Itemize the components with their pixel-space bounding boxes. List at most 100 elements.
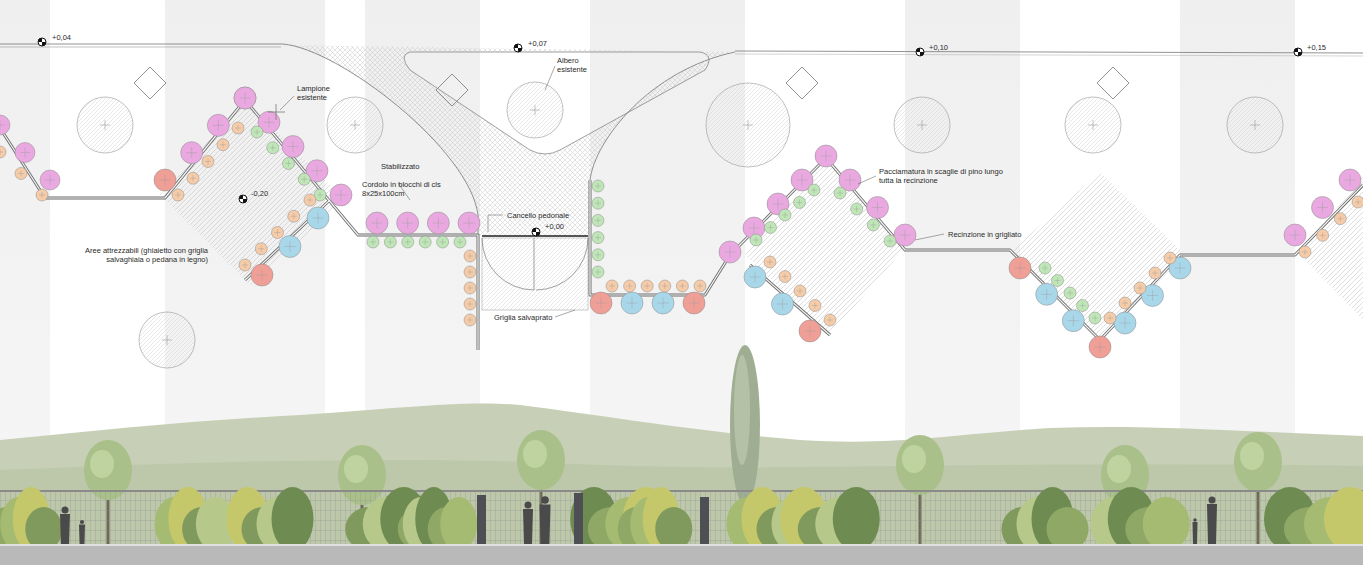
person	[1209, 497, 1216, 504]
drawing-part	[175, 192, 181, 198]
shrub-symbol	[202, 156, 214, 168]
shrub-symbol	[867, 219, 879, 231]
shrub-symbol	[592, 249, 604, 261]
shrub-symbol	[606, 280, 618, 292]
drawing-part	[186, 147, 197, 158]
drawing-part	[291, 213, 297, 219]
drawing-part	[205, 159, 211, 165]
drawing-part	[433, 218, 444, 229]
shrub-symbol	[719, 241, 741, 263]
drawing-part	[312, 165, 323, 176]
drawing-part	[523, 509, 533, 545]
drawing-part	[467, 301, 473, 307]
shrub-symbol	[402, 236, 414, 248]
shrub-symbol	[1089, 336, 1111, 358]
shrub-symbol	[1299, 246, 1311, 258]
shrub-symbol	[288, 210, 300, 222]
drawing-part	[1167, 255, 1173, 261]
drawing-part	[532, 228, 540, 236]
drawing-part	[753, 237, 759, 243]
drawing-part	[658, 298, 669, 309]
drawing-part	[467, 285, 473, 291]
shrub-symbol	[1312, 197, 1334, 219]
drawing-part	[1041, 289, 1052, 300]
shrub-symbol	[1089, 312, 1101, 324]
shrub-symbol	[659, 280, 671, 292]
drawing-part	[45, 175, 55, 185]
drawing-part	[372, 218, 383, 229]
person	[541, 496, 549, 504]
drawing-part	[160, 175, 171, 186]
shrub-elevation	[1143, 497, 1190, 551]
drawing-part	[288, 141, 299, 152]
shrub-symbol	[1064, 287, 1076, 299]
drawing-part	[1095, 342, 1106, 353]
drawing-part	[1227, 97, 1283, 153]
drawing-part	[258, 246, 264, 252]
shrub-symbol	[1119, 297, 1131, 309]
drawing-part	[1015, 263, 1026, 274]
drawing-part	[0, 149, 3, 155]
plan-annotation: +0,04	[52, 33, 112, 42]
leader-line	[280, 66, 944, 317]
shrub-symbol	[15, 168, 27, 180]
drawing-part	[773, 199, 784, 210]
stabilized-path	[283, 45, 735, 235]
drawing-part	[467, 317, 473, 323]
drawing-part	[467, 253, 473, 259]
shrub-symbol	[251, 264, 273, 286]
shrub-symbol	[683, 292, 705, 314]
shrub-symbol	[1334, 213, 1346, 225]
drawing-part	[387, 239, 393, 245]
drawing-part	[1294, 48, 1302, 56]
drawing-part	[1147, 290, 1158, 301]
shrub-symbol	[779, 209, 791, 221]
drawing-part	[317, 192, 323, 198]
shrub-symbol	[154, 169, 176, 191]
drawing-part	[532, 228, 540, 236]
drawing-part	[220, 142, 226, 148]
drawing-part	[301, 176, 307, 182]
shrub-symbol	[621, 292, 643, 314]
shrub-symbol	[765, 222, 777, 234]
drawing-part	[350, 120, 360, 130]
shrub-symbol	[799, 320, 821, 342]
shrub-elevation	[833, 487, 880, 551]
drawing-part	[777, 299, 788, 310]
shrub-symbol	[676, 280, 688, 292]
drawing-part	[235, 125, 241, 131]
shrub-symbol	[366, 212, 388, 234]
shrub-symbol	[454, 236, 466, 248]
shrub-symbol	[367, 236, 379, 248]
drawing-part	[1337, 216, 1343, 222]
drawing-part	[405, 239, 411, 245]
drawing-part	[1240, 442, 1264, 470]
drawing-part	[854, 206, 860, 212]
drawing-part	[467, 269, 473, 275]
shrub-symbol	[239, 259, 251, 271]
drawing-part	[768, 225, 774, 231]
drawing-part	[1207, 504, 1217, 545]
drawing-part	[706, 83, 790, 167]
drawing-part	[464, 218, 475, 229]
plan-annotation: Cordolo in blocchi di cls 8x25x100cm	[362, 180, 442, 198]
drawing-part	[60, 514, 70, 545]
drawing-part	[782, 274, 788, 280]
drawing-part	[190, 175, 196, 181]
drawing-part	[679, 283, 685, 289]
drawing-part	[1294, 48, 1302, 56]
shrub-symbol	[40, 170, 60, 190]
shrub-elevation	[440, 497, 477, 551]
shrub-symbol	[652, 292, 674, 314]
shrub-elevation	[272, 487, 314, 551]
drawing-part	[38, 38, 46, 46]
plan-annotation: +0,00	[545, 222, 585, 231]
drawing-part	[916, 48, 924, 56]
drawing-part	[1122, 300, 1128, 306]
plan-annotation: +0,15	[1307, 43, 1357, 52]
shrub-symbol	[1134, 282, 1146, 294]
tree-elevation	[1234, 432, 1282, 492]
drawing-part	[827, 317, 833, 323]
shrub-symbol	[437, 236, 449, 248]
